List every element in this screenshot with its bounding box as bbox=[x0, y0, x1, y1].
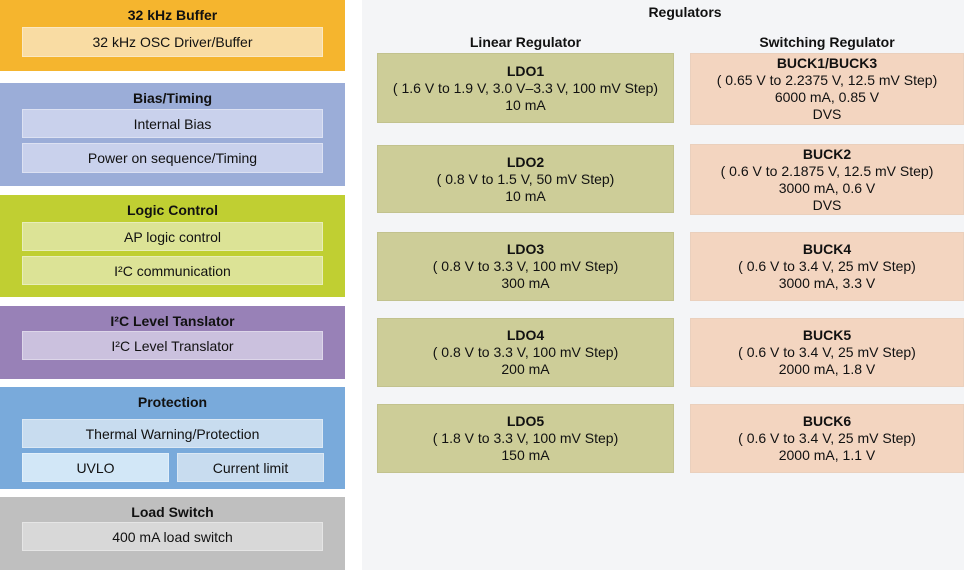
buck-extra: DVS bbox=[812, 196, 842, 213]
ldo-range: ( 1.6 V to 1.9 V, 3.0 V–3.3 V, 100 mV St… bbox=[392, 79, 659, 96]
uvlo-box: UVLO bbox=[22, 453, 169, 482]
logic-title: Logic Control bbox=[127, 202, 218, 218]
buck-box: BUCK6( 0.6 V to 3.4 V, 25 mV Step)2000 m… bbox=[690, 404, 964, 473]
buffer-title: 32 kHz Buffer bbox=[127, 7, 218, 23]
ldo-name: LDO4 bbox=[506, 327, 545, 343]
ldo-box: LDO2( 0.8 V to 1.5 V, 50 mV Step)10 mA bbox=[377, 145, 674, 213]
buck-range: ( 0.6 V to 3.4 V, 25 mV Step) bbox=[738, 430, 916, 446]
regulators-title: Regulators bbox=[648, 4, 722, 20]
thermal-box: Thermal Warning/Protection bbox=[22, 419, 323, 448]
current-limit-box: Current limit bbox=[177, 453, 324, 482]
buck-spec: 6000 mA, 0.85 V bbox=[774, 89, 880, 105]
ldo-range: ( 0.8 V to 1.5 V, 50 mV Step) bbox=[436, 170, 615, 187]
ldo-spec: 200 mA bbox=[501, 361, 550, 377]
protection-title: Protection bbox=[137, 394, 208, 410]
buck-name: BUCK5 bbox=[802, 327, 852, 343]
ldo-box: LDO4( 0.8 V to 3.3 V, 100 mV Step)200 mA bbox=[377, 318, 674, 387]
buck-name: BUCK2 bbox=[802, 145, 852, 162]
power-sequence-box: Power on sequence/Timing bbox=[22, 143, 323, 173]
i2c-translator-box: I²C Level Translator bbox=[22, 331, 323, 360]
ldo-name: LDO1 bbox=[506, 62, 545, 79]
buck-spec: 2000 mA, 1.8 V bbox=[778, 361, 876, 377]
ldo-name: LDO3 bbox=[506, 241, 545, 257]
buck-box: BUCK5( 0.6 V to 3.4 V, 25 mV Step)2000 m… bbox=[690, 318, 964, 387]
buck-range: ( 0.6 V to 3.4 V, 25 mV Step) bbox=[738, 344, 916, 360]
osc-driver-box: 32 kHz OSC Driver/Buffer bbox=[22, 27, 323, 57]
load-switch-title: Load Switch bbox=[131, 504, 214, 520]
ldo-box: LDO5( 1.8 V to 3.3 V, 100 mV Step)150 mA bbox=[377, 404, 674, 473]
ldo-box: LDO3( 0.8 V to 3.3 V, 100 mV Step)300 mA bbox=[377, 232, 674, 301]
ldo-range: ( 0.8 V to 3.3 V, 100 mV Step) bbox=[432, 258, 619, 274]
linear-heading: Linear Regulator bbox=[469, 34, 582, 50]
i2c-comm-box: I²C communication bbox=[22, 256, 323, 285]
buck-range: ( 0.6 V to 2.1875 V, 12.5 mV Step) bbox=[720, 162, 934, 179]
buck-name: BUCK6 bbox=[802, 413, 852, 429]
load-switch-box: 400 mA load switch bbox=[22, 522, 323, 551]
buck-spec: 3000 mA, 3.3 V bbox=[778, 275, 876, 291]
buck-box: BUCK2( 0.6 V to 2.1875 V, 12.5 mV Step)3… bbox=[690, 144, 964, 215]
internal-bias-box: Internal Bias bbox=[22, 109, 323, 138]
ldo-spec: 300 mA bbox=[501, 275, 550, 291]
buck-range: ( 0.65 V to 2.2375 V, 12.5 mV Step) bbox=[716, 72, 938, 88]
ldo-box: LDO1( 1.6 V to 1.9 V, 3.0 V–3.3 V, 100 m… bbox=[377, 53, 674, 123]
ldo-name: LDO2 bbox=[506, 153, 545, 170]
bias-title: Bias/Timing bbox=[132, 90, 213, 106]
ldo-spec: 10 mA bbox=[505, 96, 546, 113]
buck-name: BUCK4 bbox=[802, 241, 852, 257]
i2c-title: I²C Level Tanslator bbox=[110, 313, 235, 329]
regulators-panel: Regulators Linear Regulator Switching Re… bbox=[362, 0, 964, 570]
buck-box: BUCK4( 0.6 V to 3.4 V, 25 mV Step)3000 m… bbox=[690, 232, 964, 301]
ldo-range: ( 1.8 V to 3.3 V, 100 mV Step) bbox=[432, 430, 619, 446]
buck-spec: 3000 mA, 0.6 V bbox=[778, 179, 876, 196]
ldo-name: LDO5 bbox=[506, 413, 545, 429]
buck-box: BUCK1/BUCK3( 0.65 V to 2.2375 V, 12.5 mV… bbox=[690, 53, 964, 125]
buck-name: BUCK1/BUCK3 bbox=[776, 55, 878, 71]
ldo-range: ( 0.8 V to 3.3 V, 100 mV Step) bbox=[432, 344, 619, 360]
ldo-spec: 150 mA bbox=[501, 447, 550, 463]
buck-extra: DVS bbox=[812, 106, 842, 122]
buck-spec: 2000 mA, 1.1 V bbox=[778, 447, 876, 463]
ap-logic-box: AP logic control bbox=[22, 222, 323, 251]
switching-heading: Switching Regulator bbox=[759, 34, 895, 50]
ldo-spec: 10 mA bbox=[505, 187, 546, 204]
buck-range: ( 0.6 V to 3.4 V, 25 mV Step) bbox=[738, 258, 916, 274]
